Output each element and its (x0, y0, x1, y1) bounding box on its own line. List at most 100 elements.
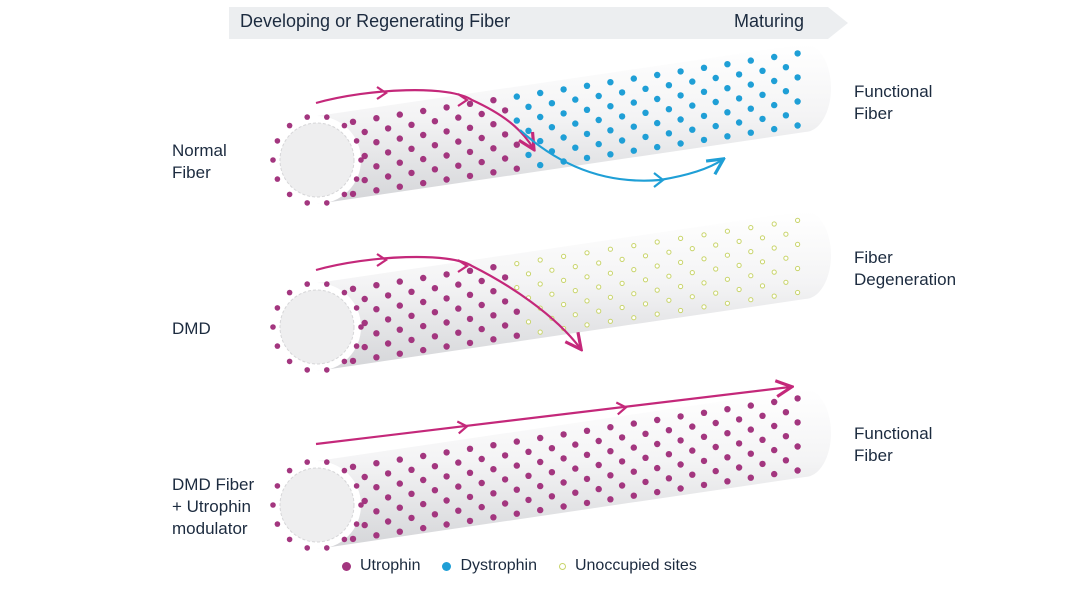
utrophin-dot (361, 176, 368, 184)
utrophin-dot (443, 449, 450, 456)
utrophin-dot (431, 487, 439, 494)
utrophin-dot (747, 426, 754, 433)
utrophin-dot (353, 483, 360, 489)
outcome-label-modulator: Functional Fiber (854, 424, 933, 465)
utrophin-dot (384, 125, 392, 132)
dystrophin-dot (513, 93, 520, 100)
utrophin-dot (304, 114, 311, 120)
utrophin-dot (373, 139, 380, 146)
unoccupied-site (561, 253, 567, 259)
utrophin-dot (373, 115, 380, 122)
dystrophin-dot (618, 137, 626, 144)
dystrophin-dot (700, 112, 708, 120)
utrophin-dot (396, 278, 403, 285)
unoccupied-site (724, 300, 731, 306)
unoccupied-site (701, 232, 707, 238)
dystrophin-dot (537, 137, 544, 145)
utrophin-dot (443, 104, 450, 111)
utrophin-dot (771, 470, 778, 478)
unoccupied-site (701, 280, 707, 286)
utrophin-dot (443, 271, 450, 278)
utrophin-dot (358, 157, 364, 163)
dystrophin-dot (513, 117, 520, 124)
utrophin-dot (408, 466, 415, 473)
unoccupied-ring-icon (558, 562, 566, 570)
dystrophin-dot (607, 103, 614, 110)
utrophin-dot (304, 367, 311, 373)
unoccupied-site (537, 329, 543, 335)
utrophin-dot (361, 295, 368, 303)
dystrophin-dot (642, 109, 649, 117)
utrophin-dot (304, 281, 311, 287)
utrophin-dot (455, 459, 462, 466)
unoccupied-site (759, 283, 766, 289)
utrophin-dot (396, 326, 403, 333)
dystrophin-dot (712, 74, 719, 82)
unoccupied-site (736, 262, 742, 268)
fiber-core (279, 289, 355, 365)
utrophin-dot (455, 305, 462, 312)
unoccupied-site (783, 279, 789, 285)
utrophin-dot (408, 490, 415, 497)
dystrophin-dot (771, 101, 778, 109)
dystrophin-dot (677, 68, 684, 75)
utrophin-dot (759, 412, 766, 419)
dystrophin-dot (618, 113, 626, 120)
unoccupied-site (619, 256, 625, 262)
utrophin-dot (443, 152, 450, 159)
utrophin-dot (513, 438, 520, 445)
utrophin-dot (525, 496, 532, 504)
utrophin-dot (490, 466, 497, 473)
utrophin-dot (478, 134, 485, 142)
legend-item-dystrophin: Dystrophin (442, 557, 537, 575)
utrophin-arrow-dmd (315, 255, 580, 348)
dystrophin-dot (689, 126, 696, 133)
utrophin-dot (455, 507, 462, 514)
utrophin-arrow-modulator-head-1 (456, 420, 469, 435)
utrophin-dot (560, 503, 567, 510)
utrophin-dot (537, 482, 544, 490)
utrophin-dot (384, 340, 392, 347)
utrophin-dot (794, 467, 801, 474)
unoccupied-site (584, 274, 590, 280)
utrophin-dot (724, 406, 731, 413)
utrophin-dot (353, 521, 360, 527)
utrophin-dot (396, 135, 403, 142)
utrophin-dot (408, 145, 415, 152)
utrophin-dot (712, 419, 719, 427)
unoccupied-site (701, 256, 707, 262)
utrophin-dot (361, 343, 368, 351)
utrophin-dot (274, 176, 281, 182)
dystrophin-dot (724, 133, 731, 140)
unoccupied-site (795, 289, 801, 296)
utrophin-dot (384, 292, 392, 299)
unoccupied-site (654, 263, 660, 269)
utrophin-dot (466, 291, 474, 298)
unoccupied-site (689, 294, 695, 300)
unoccupied-site (525, 319, 532, 325)
utrophin-dot (595, 437, 602, 445)
unoccupied-site (678, 307, 684, 314)
utrophin-dot (341, 467, 348, 474)
utrophin-dot (408, 312, 415, 319)
dystrophin-dot (572, 120, 579, 127)
dystrophin-dot (735, 119, 743, 126)
dystrophin-dot (677, 116, 684, 123)
utrophin-dot (689, 471, 696, 478)
utrophin-dot (373, 460, 380, 467)
utrophin-dot (572, 441, 579, 448)
utrophin-dot (490, 145, 497, 152)
utrophin-arrow-modulator-head-2 (615, 401, 628, 416)
utrophin-dot (700, 433, 708, 440)
utrophin-dot (794, 419, 801, 426)
modulator-arrows (315, 387, 790, 446)
utrophin-dot (274, 343, 281, 349)
dystrophin-dot (630, 99, 637, 106)
utrophin-arrow-dmd-mid-head (376, 253, 388, 267)
utrophin-dot (537, 458, 544, 466)
utrophin-dot (466, 339, 474, 347)
unoccupied-site (596, 260, 602, 266)
utrophin-dot (431, 309, 439, 316)
dystrophin-dot (583, 154, 591, 162)
